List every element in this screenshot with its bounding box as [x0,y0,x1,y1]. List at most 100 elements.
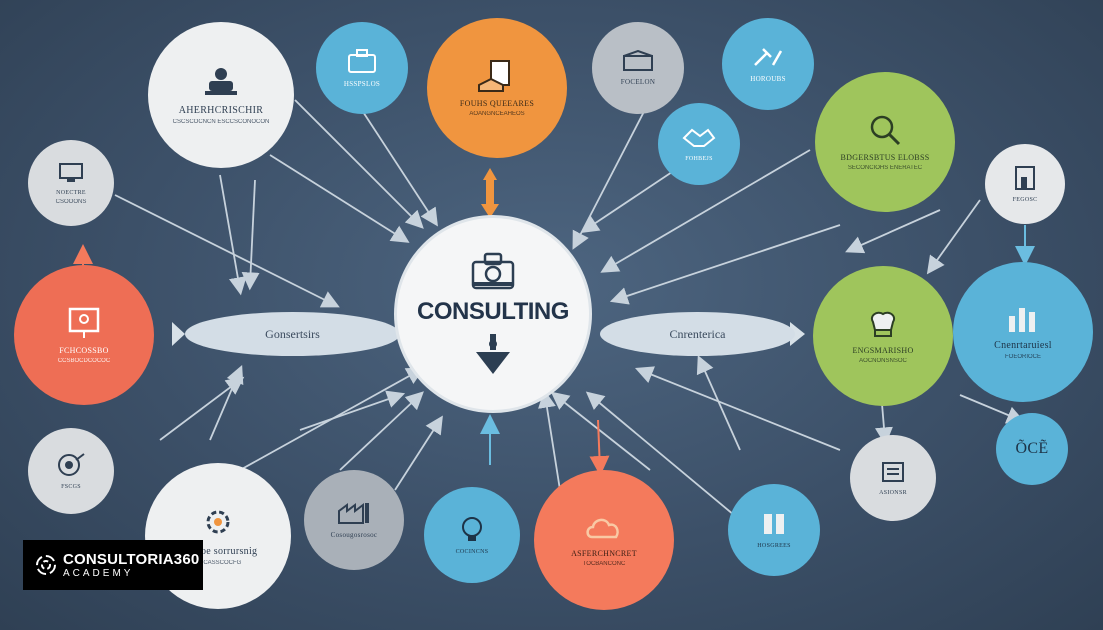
node-title: Osunoe sorrursnig [178,546,258,557]
node-title: FOCELON [620,78,656,86]
connector-line [351,94,438,227]
connector-line [209,365,244,441]
logo-watermark: CONSULTORIA360 ACADEMY [23,540,203,590]
arrow-right-icon [172,322,185,346]
node-right-grey-low[interactable]: ASIONSR [850,435,936,521]
briefcase-icon [471,252,515,290]
clipboard-icon [882,462,904,482]
node-title: FCHCOSSBO [59,346,109,355]
connector-line [538,389,561,491]
monitor-icon [59,162,83,182]
connector-line [600,149,811,273]
node-title: FEGOSC [1012,197,1038,203]
bar-chart-icon [1009,308,1035,332]
node-title: BDGERSBTUS ELOBSS [840,153,930,162]
node-subtitle: CCCASSCOCFG [194,560,242,566]
node-title: Cnenrtaruiesl [994,340,1052,351]
arrow-up-icon [483,168,497,180]
arrow-shaft [486,180,494,204]
connector-line [294,99,424,229]
swirl-logo-icon [36,555,56,575]
node-top-left[interactable]: AHERHCRISCHIR CSCSCOCNCN ESCCSCONOCON [148,22,294,168]
connector-line [394,415,443,491]
connector-line [572,99,651,250]
node-top-small-1[interactable]: HSSPSLOS [316,22,408,114]
node-title: HSSPSLOS [343,80,381,88]
node-title: FOUHS QUEEARES [459,99,535,108]
node-title: HOSGREES [757,543,791,549]
node-right-green-mid[interactable]: ENGSMARISHO AOCNONSNSOC [813,266,953,406]
connector-line [959,394,1025,424]
node-title: FOHBEJS [685,156,713,162]
left-pill: Gonsertsirs [185,312,400,356]
node-top-mid-blue[interactable]: FOHBEJS [658,103,740,185]
center-node[interactable]: CONSULTING [397,218,589,410]
node-title: ENGSMARISHO [852,346,914,355]
node-title: COCINCNS [455,549,489,555]
right-pill: Cnrenterica [600,312,795,356]
lightbulb-icon [462,517,482,541]
node-title: NOECTRE [56,189,86,196]
connector-line [241,179,260,291]
building-icon [623,50,653,71]
node-left-grey-top[interactable]: NOECTRE CSOOONS [28,140,114,226]
connector-line [845,209,941,254]
arrow-down-icon [481,204,499,218]
node-top-grey[interactable]: FOCELON [592,22,684,114]
factory-icon [338,503,369,524]
node-subtitle: AOCNONSNSOC [859,358,907,364]
arrow-right-icon [790,322,805,346]
node-bottom-blue-right[interactable]: HOSGREES [728,484,820,576]
node-title: Cosougosrosoc [330,531,378,539]
node-subtitle: AOANGNCEAHEOS [469,111,525,117]
node-subtitle: CSCSCOCNCN ESCCSCONOCON [172,119,270,125]
gear-head-icon [206,510,230,534]
left-pill-label: Gonsertsirs [265,326,320,341]
presentation-icon [68,307,100,338]
node-title: ÕCẼ [1015,440,1049,457]
node-subtitle: SECONCIOHS ENERATEC [847,165,923,171]
door-icon [1015,166,1035,190]
node-bottom-grey[interactable]: Cosougosrosoc [304,470,404,570]
node-subtitle: CCSBOCDCOCOC [57,358,111,364]
node-subtitle: CSOOONS [55,198,87,205]
node-bottom-blue-mid[interactable]: COCINCNS [424,487,520,583]
node-right-green-top[interactable]: BDGERSBTUS ELOBSS SECONCIOHS ENERATEC [815,72,955,212]
logo-line-1: CONSULTORIA360 [63,550,200,568]
node-left-orange[interactable]: FCHCOSSBO CCSBOCDCOCOC [14,265,154,405]
columns-icon [764,514,784,534]
hand-document-icon [478,60,510,92]
connector-line [159,376,245,441]
connector-line [299,390,406,431]
connector-line [339,391,424,471]
connector-line [550,391,651,471]
chef-icon [871,311,895,337]
tools-icon [754,48,783,66]
node-right-blue-small[interactable]: ÕCẼ [996,413,1068,485]
connector-line [696,355,741,451]
right-pill-label: Cnrenterica [669,326,726,341]
connector-line [926,199,981,275]
person-at-desk-icon [205,68,237,95]
center-title: CONSULTING [417,298,569,325]
node-subtitle: FOEORIOCE [1004,354,1041,360]
node-top-orange[interactable]: FOUHS QUEEARES AOANGNCEAHEOS [427,18,567,158]
node-top-right-blue[interactable]: HOROUBS [722,18,814,110]
download-arrow-icon [476,334,510,374]
logo-line-2: ACADEMY [63,567,134,579]
handshake-icon [682,128,716,147]
node-title: ASIONSR [879,490,907,496]
connector-line [114,194,340,308]
node-right-grey-small[interactable]: FEGOSC [985,144,1065,224]
node-subtitle: TOCBANCONC [582,561,626,567]
node-left-grey-small[interactable]: FSCGS [28,428,114,514]
magnifier-icon [870,115,901,146]
connector-line [585,391,741,521]
node-title: FSCGS [61,484,81,490]
node-bottom-orange[interactable]: ASFERCHNCRET TOCBANCONC [534,470,674,610]
node-right-blue-big[interactable]: Cnenrtaruiesl FOEORIOCE [953,262,1093,402]
node-title: HOROUBS [750,75,786,83]
node-title: AHERHCRISCHIR [178,105,264,116]
